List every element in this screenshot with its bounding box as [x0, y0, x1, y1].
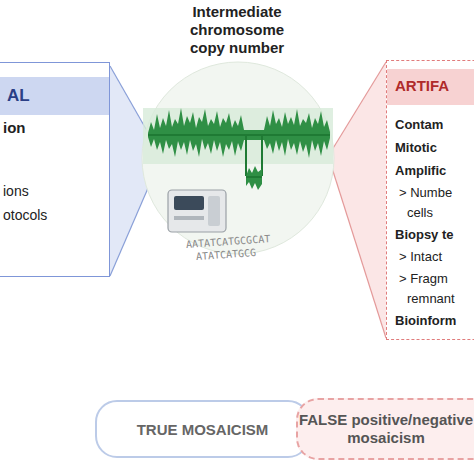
node-text: AL	[7, 86, 30, 106]
dip-baseline	[246, 176, 262, 178]
node-text: Amplific	[395, 163, 446, 179]
node-text: otocols	[3, 207, 47, 224]
dip-signal	[246, 166, 262, 190]
diagram-title: Intermediate chromosome copy number	[172, 3, 302, 57]
node-box: TRUE MOSAICISM	[95, 400, 310, 458]
node-box: AL ion ions otocols	[0, 62, 110, 277]
node-box: ARTIFA ContamMitoticAmplific > Numbe cellsB…	[386, 60, 474, 340]
node-text: > Numbe	[399, 185, 452, 201]
funnel-line	[332, 168, 386, 338]
node-text: Contam	[395, 117, 443, 133]
node-text: > Fragm	[399, 271, 448, 287]
node-text: FALSE positive/negative mosaicism	[298, 411, 474, 447]
funnel-line	[332, 62, 386, 150]
node-text: ions	[3, 183, 29, 200]
node-text: > Intact	[399, 249, 442, 265]
sequencer-screen	[174, 196, 204, 210]
node-text: TRUE MOSAICISM	[97, 421, 308, 439]
lens-circle	[142, 62, 334, 254]
node-text: ion	[3, 119, 26, 137]
node-text: Bioinform	[395, 313, 456, 329]
node-text: remnant	[407, 291, 455, 307]
node-box: FALSE positive/negative mosaicism	[296, 398, 474, 460]
copy-number-signal	[148, 108, 330, 158]
node-text: cells	[407, 205, 433, 221]
sequencer-body	[168, 190, 226, 232]
right-funnel	[332, 62, 386, 338]
sequencer-door	[208, 196, 220, 226]
sequencer-machine	[168, 190, 226, 232]
baseline	[148, 134, 330, 136]
node-text: Mitotic	[395, 140, 437, 156]
node-text: Biopsy te	[395, 227, 454, 243]
dip-line	[245, 135, 247, 176]
node-text: ARTIFA	[395, 77, 449, 95]
signal-band	[143, 108, 333, 164]
sequencer-slot	[174, 216, 204, 220]
